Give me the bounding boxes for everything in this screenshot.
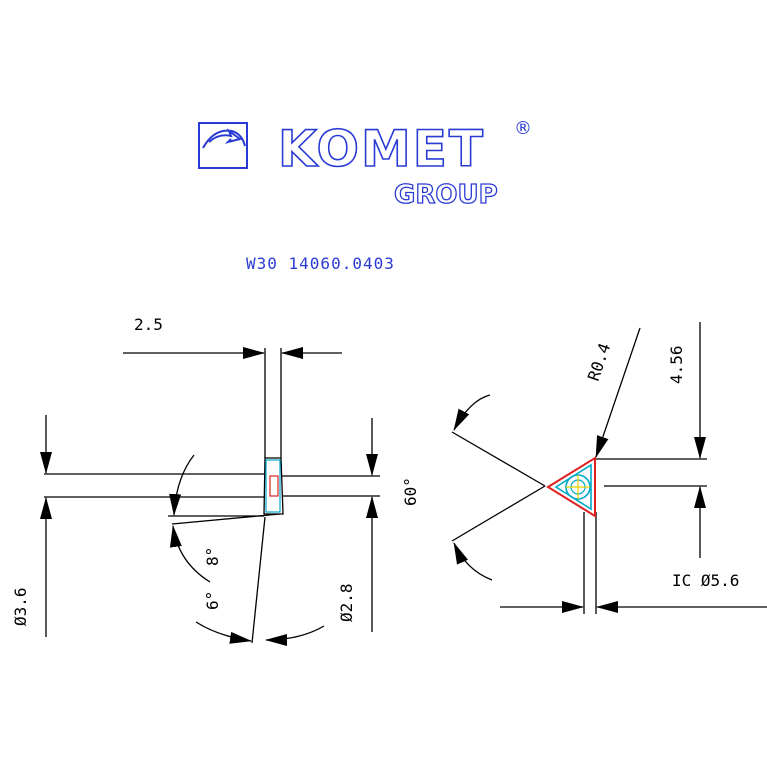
logo-wordmark: KOMET: [278, 120, 485, 178]
dim-radius-label: R0.4: [584, 341, 615, 384]
dim-angle-bottom-label: 6°: [203, 591, 222, 610]
dim-point-angle-label: 60°: [401, 477, 420, 506]
registered-mark: ®: [514, 118, 532, 139]
front-view: [451, 431, 707, 614]
logo-mark-icon: [198, 122, 248, 169]
dim-ic-label: IC Ø5.6: [672, 571, 739, 590]
dim-angle-top-label: 8°: [203, 547, 222, 566]
dim-angle-60: [453, 394, 493, 581]
triangular-insert: [546, 456, 596, 518]
dim-width-label: 2.5: [134, 315, 163, 334]
dim-angle-6: [195, 621, 325, 646]
dim-diameter-right-label: Ø2.8: [337, 583, 356, 622]
dim-diameter-left-label: Ø3.6: [11, 587, 30, 626]
logo-group-text: GROUP: [394, 180, 498, 210]
komet-logo: KOMET ® GROUP: [198, 118, 532, 211]
part-number: W30 14060.0403: [246, 254, 395, 273]
dim-height-label: 4.56: [667, 345, 686, 384]
dim-angle-8: [169, 454, 211, 583]
side-view: [44, 348, 380, 644]
side-insert-detail: [265, 459, 281, 513]
dim-radius-leader: [595, 327, 641, 458]
